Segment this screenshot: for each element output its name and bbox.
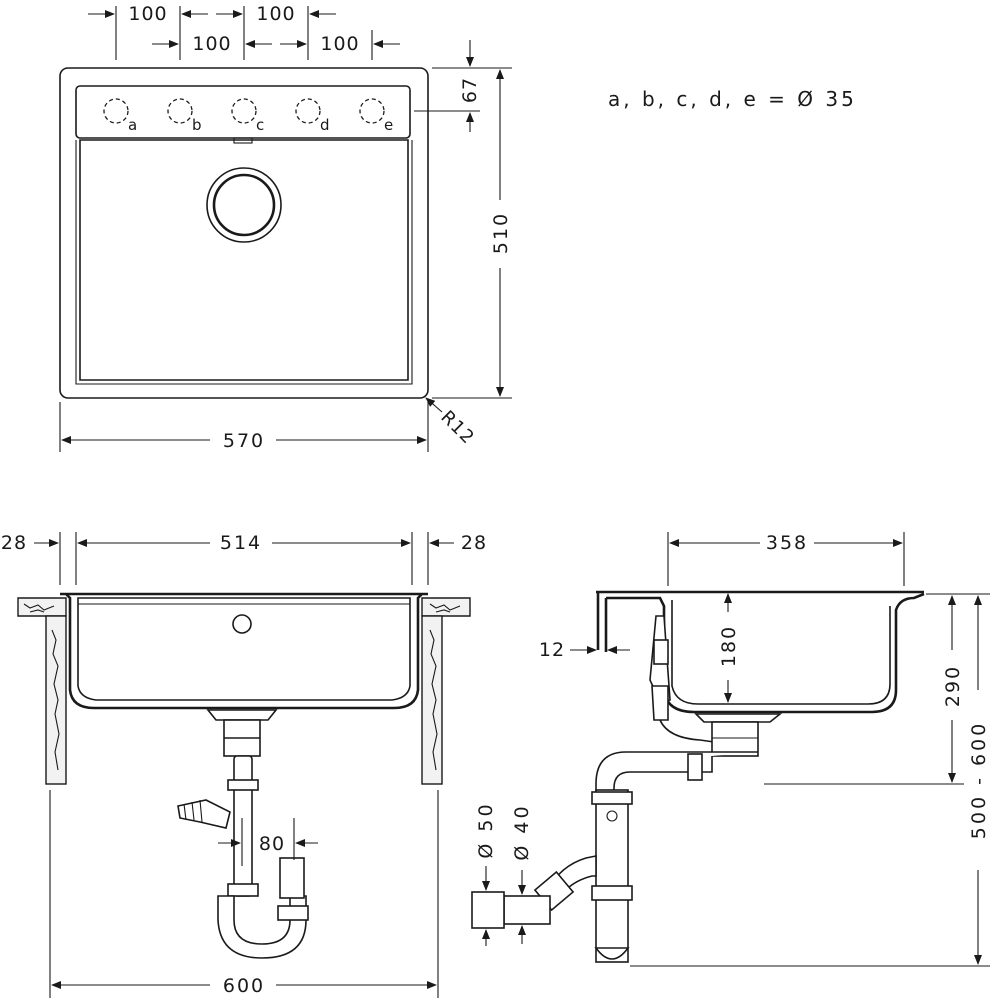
dim-depth: 510 <box>490 212 512 254</box>
hole-diameter-note: a, b, c, d, e = Ø 35 <box>608 87 857 111</box>
front-view: 28 514 28 <box>1 532 487 998</box>
dim-bowl-depth: 180 <box>718 625 740 667</box>
dim-left-margin: 28 <box>1 532 27 554</box>
sink-body-front <box>60 592 428 710</box>
dim-hole-spacing-cd: 100 <box>256 3 295 25</box>
hole-label-d: d <box>320 116 330 134</box>
dim-width: 570 <box>223 430 265 452</box>
dim-tap-depth: 67 <box>459 77 481 103</box>
bowl-outline <box>79 139 409 381</box>
top-view: a b c d e 100 100 100 100 67 <box>59 3 857 452</box>
hole-label-c: c <box>256 116 264 134</box>
dim-drain-height: 290 <box>942 665 964 707</box>
dim-hole-spacing-bc: 100 <box>192 33 231 55</box>
dim-hole-spacing-ab: 100 <box>128 3 167 25</box>
appliance-connector <box>177 799 231 829</box>
hole-label-b: b <box>192 116 202 134</box>
cabinet-wall-left <box>45 615 67 785</box>
drain-inner <box>212 173 276 237</box>
dim-hole-spacing-de: 100 <box>320 33 359 55</box>
dim-right-margin: 28 <box>461 532 487 554</box>
hole-label-e: e <box>384 116 393 134</box>
dim-pipe-diameter-small: Ø 40 <box>511 803 533 860</box>
side-view: 358 12 180 <box>471 532 990 967</box>
dim-install-height: 500 - 600 <box>968 721 990 839</box>
tap-hole-a <box>103 98 129 124</box>
dim-pipe-diameter-large: Ø 50 <box>475 801 497 858</box>
drain-pipe <box>233 755 253 897</box>
sink-outline <box>59 67 429 399</box>
cabinet-wall-right <box>421 615 443 785</box>
dim-bowl-length: 358 <box>766 532 808 554</box>
dim-trap-offset: 80 <box>259 833 285 855</box>
sink-body-side <box>596 590 925 714</box>
outlet-pipe <box>503 895 551 925</box>
dim-inner-width: 514 <box>220 532 262 554</box>
tap-holes: a b c d e <box>103 98 393 134</box>
tap-hole-e <box>359 98 385 124</box>
drain-outer <box>206 167 282 243</box>
vertical-waste-pipe <box>595 789 629 963</box>
tap-hole-c <box>231 98 257 124</box>
overflow-hole <box>232 614 252 634</box>
tap-hole-b <box>167 98 193 124</box>
tap-hole-d <box>295 98 321 124</box>
hole-label-a: a <box>128 116 137 134</box>
dim-rim-thickness: 12 <box>539 639 565 661</box>
dim-cabinet-width: 600 <box>223 975 265 997</box>
dim-corner-radius: R12 <box>436 407 478 449</box>
worktop-left <box>17 597 67 617</box>
